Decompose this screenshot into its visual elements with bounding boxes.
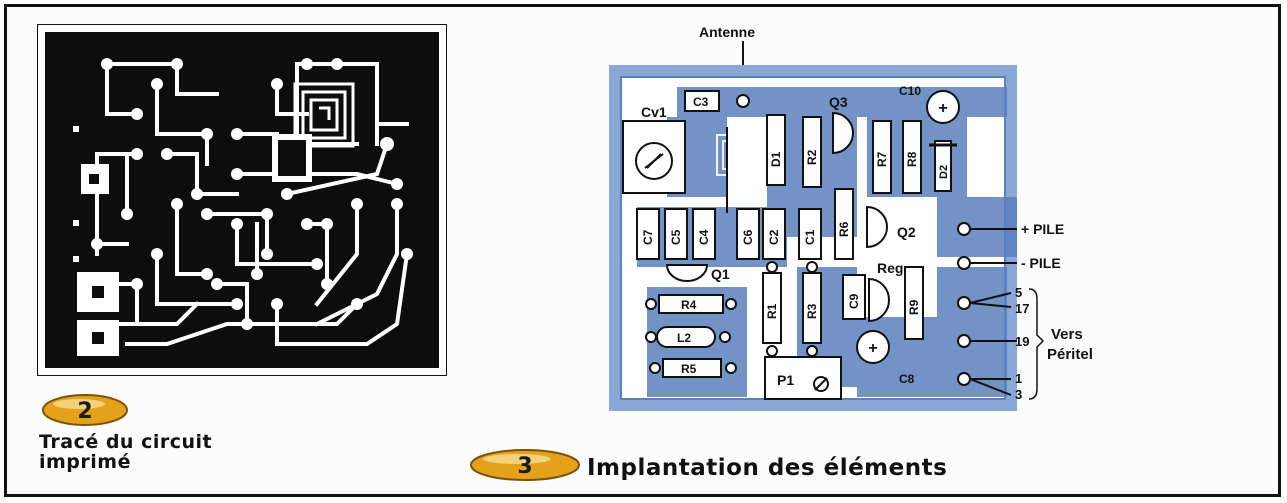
- figure-frame: 2 Tracé du circuit imprimé Antenne: [4, 4, 1281, 497]
- peritel-brace: [1028, 288, 1045, 400]
- d1-body: [766, 114, 786, 186]
- r6-body: [834, 188, 854, 260]
- component-layout-figure: Antenne: [607, 17, 1127, 417]
- svg-text:+: +: [938, 100, 947, 117]
- label-c7: C7: [641, 229, 655, 245]
- c10-body: [926, 90, 960, 124]
- figure-3-number: 3: [517, 454, 532, 479]
- label-r9: R9: [907, 299, 921, 315]
- label-q2: Q2: [897, 224, 916, 240]
- label-d1: D1: [769, 151, 783, 167]
- label-c5: C5: [669, 229, 683, 245]
- reg-body: [868, 277, 890, 323]
- q1-body: [665, 264, 709, 282]
- label-r7: R7: [875, 151, 889, 167]
- label-c1: C1: [803, 229, 817, 245]
- label-r3: R3: [805, 303, 819, 319]
- c1-body: [798, 208, 822, 260]
- label-q1: Q1: [711, 266, 730, 282]
- d2-body: [934, 140, 952, 192]
- label-r2: R2: [805, 149, 819, 165]
- label-r8: R8: [905, 151, 919, 167]
- figure-2-title: Tracé du circuit imprimé: [39, 432, 212, 472]
- figure-3-title: Implantation des éléments: [587, 455, 948, 481]
- r4-body: [658, 294, 724, 314]
- label-r1: R1: [765, 303, 779, 319]
- label-l2: L2: [677, 331, 691, 345]
- vers-label: Vers: [1051, 326, 1083, 343]
- plus-pile-label: + PILE: [1021, 221, 1064, 237]
- label-c6: C6: [741, 229, 755, 245]
- label-reg: Reg: [877, 260, 903, 276]
- minus-pile-label: - PILE: [1021, 255, 1061, 271]
- antenna-label: Antenne: [699, 24, 755, 40]
- pin-17-label: 17: [1015, 301, 1029, 316]
- figure-2-number: 2: [77, 399, 92, 424]
- r7-body: [872, 120, 892, 194]
- label-p1: P1: [777, 372, 794, 388]
- component-layout-drawing: Antenne: [609, 24, 1093, 411]
- r5-body: [662, 358, 722, 378]
- figure-3-badge: 3: [470, 449, 580, 481]
- pin-5-label: 5: [1015, 285, 1022, 300]
- peritel-label: Péritel: [1047, 346, 1093, 363]
- figure-2-title-line1: Tracé du circuit: [39, 431, 213, 453]
- c6-body: [736, 208, 760, 260]
- r9-body: [904, 266, 924, 340]
- c4-body: [692, 208, 716, 260]
- label-cv1: Cv1: [641, 104, 667, 120]
- pcb-trace-figure: [36, 23, 448, 377]
- c5-body: [664, 208, 688, 260]
- label-q3: Q3: [829, 94, 848, 110]
- svg-text:+: +: [868, 340, 877, 357]
- q2-body: [866, 205, 888, 249]
- label-c2: C2: [767, 229, 781, 245]
- pin-1-label: 1: [1015, 371, 1022, 386]
- label-r6: R6: [837, 221, 851, 237]
- label-r5: R5: [681, 362, 697, 376]
- label-c9: C9: [847, 293, 861, 309]
- label-c4: C4: [697, 229, 711, 245]
- c8-body: [856, 330, 890, 364]
- label-r4: R4: [681, 298, 697, 312]
- figure-2-title-line2: imprimé: [39, 451, 131, 473]
- pin-3-label: 3: [1015, 387, 1022, 402]
- p1-body: [764, 356, 842, 400]
- q3-body: [832, 111, 854, 155]
- r2-body: [802, 116, 822, 188]
- label-c3: C3: [693, 95, 709, 109]
- pcb-trace-drawing: [36, 23, 448, 377]
- label-c8: C8: [899, 372, 915, 386]
- c9-body: [842, 274, 866, 320]
- pin-19-label: 19: [1015, 334, 1029, 349]
- c7-body: [636, 208, 660, 260]
- r8-body: [902, 120, 922, 194]
- figure-2-badge: 2: [42, 394, 128, 426]
- c2-body: [762, 208, 786, 260]
- label-c10: C10: [899, 84, 921, 98]
- label-d2: D2: [938, 165, 950, 179]
- c3-body: [684, 90, 720, 112]
